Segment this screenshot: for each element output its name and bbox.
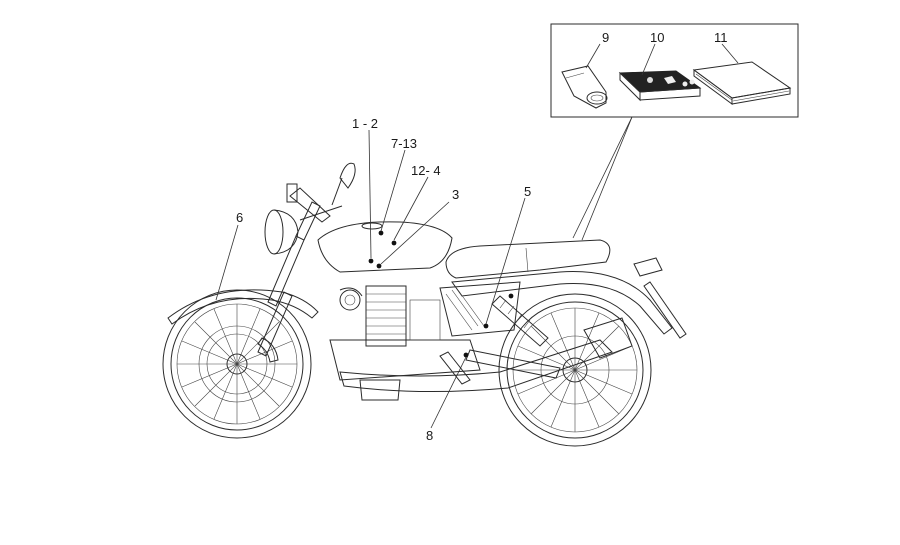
rear-wheel	[498, 293, 652, 447]
front-wheel	[162, 289, 312, 439]
callout-10: 10	[650, 30, 664, 45]
handlebar	[286, 162, 356, 223]
callout-9: 9	[602, 30, 609, 45]
leader-10	[641, 43, 656, 76]
book-icon	[692, 61, 792, 105]
leader-8	[430, 356, 467, 429]
engine	[329, 285, 481, 401]
leader-1-2	[368, 129, 372, 259]
leader-6	[215, 224, 239, 301]
rear-fender	[451, 271, 673, 335]
marker-dot	[376, 263, 382, 269]
callout-5: 5	[524, 184, 531, 199]
manual-booklet-icon	[618, 70, 702, 102]
callout-8: 8	[426, 428, 433, 443]
rear-shock	[491, 295, 549, 347]
marker-dot	[463, 352, 469, 358]
accessory-inset	[550, 23, 799, 241]
marker-dot	[483, 323, 489, 329]
callout-6: 6	[236, 210, 243, 225]
marker-dots	[368, 230, 514, 358]
headlight	[264, 209, 299, 255]
tail-light	[633, 257, 687, 339]
front-fender	[167, 289, 319, 325]
seat	[445, 239, 611, 279]
inset-leader-right	[581, 116, 633, 241]
leader-3	[380, 201, 450, 265]
leader-lines	[215, 129, 526, 429]
callout-11: 11	[714, 30, 728, 45]
leader-12-4	[393, 176, 429, 241]
callout-12-4: 12- 4	[411, 163, 441, 178]
marker-dot	[368, 258, 374, 264]
motorcycle-drawing	[162, 162, 687, 447]
side-panel	[439, 281, 521, 337]
exhaust	[339, 339, 613, 393]
inset-frame	[550, 23, 799, 118]
leader-9	[585, 43, 601, 69]
leader-11	[721, 43, 739, 64]
marker-dot	[391, 240, 397, 246]
fuel-tank	[317, 221, 453, 273]
leader-7-13	[380, 149, 406, 232]
callout-3: 3	[452, 187, 459, 202]
marker-dot	[508, 293, 514, 299]
pouch-icon	[561, 65, 608, 109]
front-fork	[257, 201, 321, 357]
leader-5	[485, 197, 526, 325]
inset-leader-left	[572, 116, 633, 239]
callout-labels: 1 - 2 7-13 12- 4 3 5 6 8 9 10 11	[236, 30, 728, 443]
callout-1-2: 1 - 2	[352, 116, 378, 131]
callout-7-13: 7-13	[391, 136, 417, 151]
marker-dot	[378, 230, 384, 236]
